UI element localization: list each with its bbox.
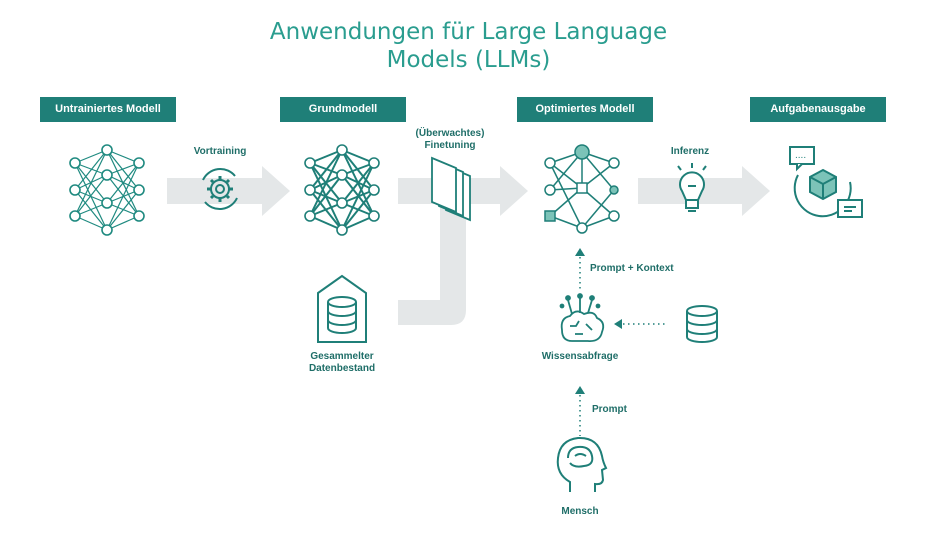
label-finetuning-line2: Finetuning: [424, 140, 476, 151]
label-prompt-context: Prompt + Kontext: [590, 263, 674, 274]
base-network-icon: [304, 144, 380, 236]
optimized-network-icon: [544, 144, 620, 234]
label-prompt: Prompt: [592, 404, 627, 415]
label-human: Mensch: [561, 506, 599, 517]
label-dataset-line2: Datenbestand: [308, 363, 376, 374]
lightbulb-icon: [677, 163, 707, 212]
header-optimized-model: Optimiertes Modell: [517, 97, 653, 122]
arrow-dataset-feed: [398, 190, 466, 325]
label-dataset-line1: Gesammelter: [310, 351, 374, 362]
label-dataset: Gesammelter Datenbestand: [292, 351, 392, 375]
label-finetuning-line1: (Überwachtes): [415, 128, 485, 139]
label-inference: Inferenz: [670, 146, 710, 157]
ai-brain-icon: [559, 293, 605, 342]
svg-text:....: ....: [795, 150, 806, 161]
output-cube-icon: ....: [789, 146, 863, 218]
arrow-inference: [638, 166, 770, 216]
header-base-model: Grundmodell: [280, 97, 406, 122]
header-untrained-model: Untrainiertes Modell: [40, 97, 176, 122]
neural-network-icon: [69, 144, 145, 236]
database-house-icon: [317, 274, 367, 343]
gear-icon: [202, 167, 238, 211]
label-finetuning: (Überwachtes) Finetuning: [400, 128, 500, 152]
title-line-2: Models (LLMs): [386, 47, 551, 73]
human-head-icon: [556, 436, 608, 492]
diagram-title: Anwendungen für Large Language Models (L…: [0, 18, 937, 74]
arrow-heads: [575, 248, 622, 394]
database-icon: [686, 305, 718, 343]
title-line-1: Anwendungen für Large Language: [269, 19, 668, 45]
document-stack-icon: [431, 156, 471, 222]
label-retrieval: Wissensabfrage: [541, 351, 619, 362]
header-task-output: Aufgabenausgabe: [750, 97, 886, 122]
dotted-arrows: [579, 257, 668, 436]
label-pretraining: Vortraining: [193, 146, 247, 157]
